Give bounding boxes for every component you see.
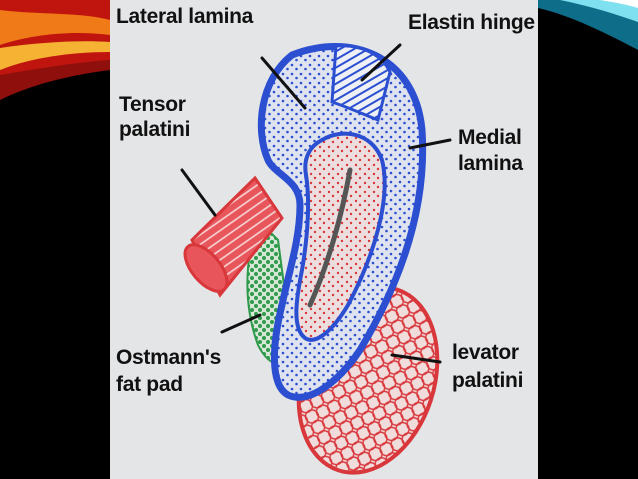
lumen-slit [307,167,353,308]
label-medial-lamina-line1: Medial [458,126,522,149]
eustachian-tube-cross-section [180,43,452,475]
label-levator-line2: palatini [452,369,524,392]
top-right-swoosh-decoration [538,0,638,50]
label-lateral-lamina: Lateral lamina [116,5,254,28]
label-ostmann-line2: fat pad [116,373,183,396]
leader-tensor-palatini [180,168,217,217]
label-medial-lamina-line2: lamina [458,152,523,175]
label-ostmann-line1: Ostmann's [116,346,221,369]
leader-ostmann-fat-pad [220,313,262,334]
leader-levator-palatini [390,353,442,364]
leader-lateral-lamina [260,56,307,110]
top-left-swoosh-decoration [0,0,110,100]
label-elastin-hinge: Elastin hinge [408,11,535,34]
label-tensor-palatini-line1: Tensor [119,93,186,116]
leader-medial-lamina [408,138,452,150]
label-levator-line1: levator [452,341,519,364]
elastin-hinge [330,44,392,123]
label-tensor-palatini-line2: palatini [119,118,191,141]
leader-elastin-hinge [360,43,402,82]
tensor-palatini-muscle [183,175,284,298]
